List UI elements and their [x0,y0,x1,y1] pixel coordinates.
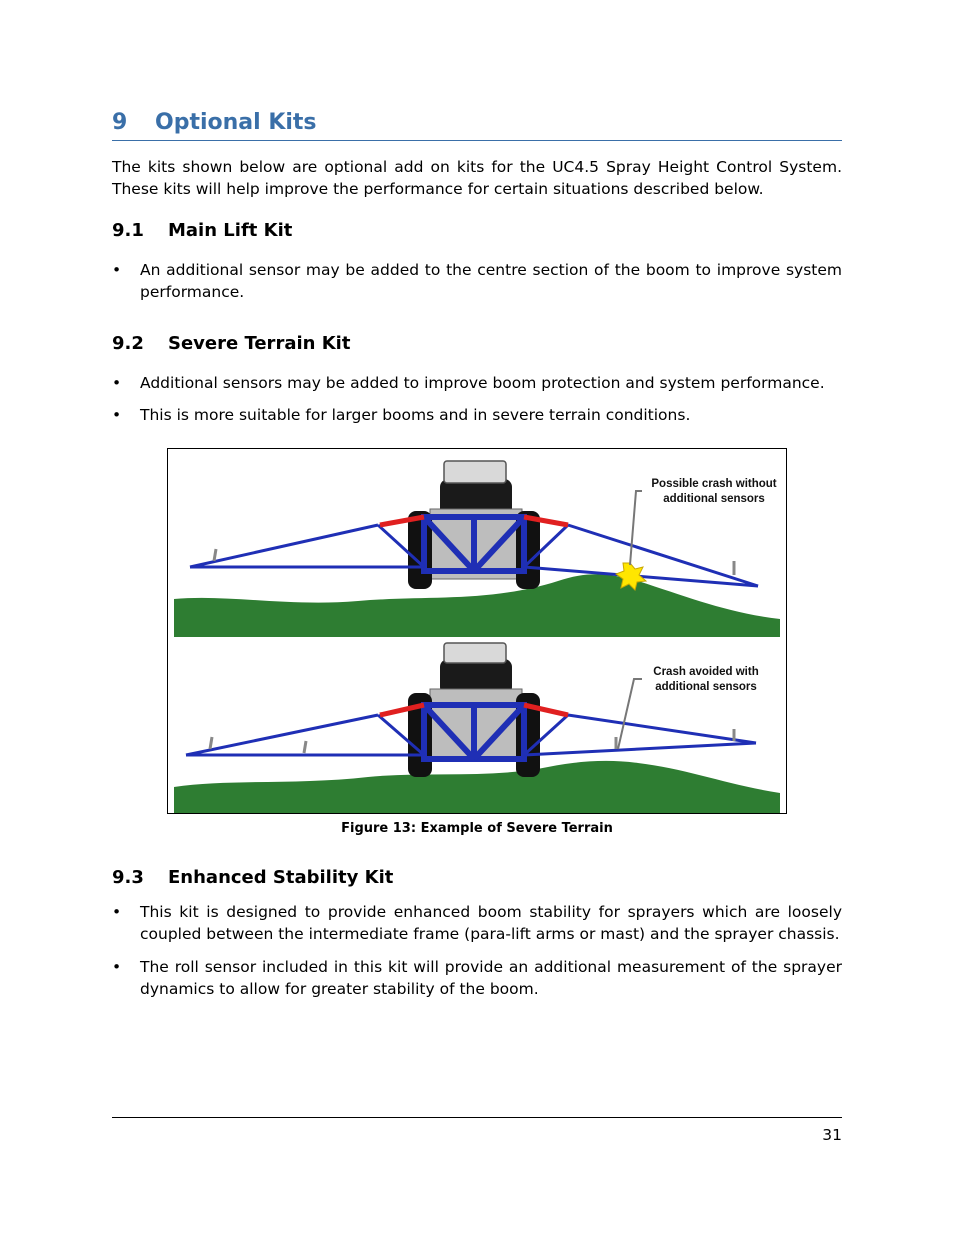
center-frame-top [421,514,527,574]
sprayer-illustration [174,460,780,813]
terrain-top [174,574,780,637]
left-joint-top [379,514,425,528]
subsection-title: Main Lift Kit [168,220,293,241]
section-title: Optional Kits [155,110,317,135]
intro-paragraph: The kits shown below are optional add on… [112,158,842,198]
callout-leader-top [629,490,642,566]
center-frame-bottom [421,702,527,762]
cab [443,460,507,484]
footer-divider [112,1117,842,1118]
top-scene [174,460,780,637]
list-item-text: The roll sensor included in this kit wil… [140,958,842,998]
subsection-title: Enhanced Stability Kit [168,867,394,888]
list-item-text: Additional sensors may be added to impro… [140,374,825,392]
cab [443,642,507,664]
list-item-text: An additional sensor may be added to the… [140,261,842,301]
left-joint-bottom [379,702,425,718]
severe-terrain-figure: Possible crash without additional sensor… [167,448,787,814]
bottom-scene [174,642,780,813]
subsection-number: 9.3 [112,867,144,888]
left-boom-bottom [185,713,425,757]
section-heading: 9 Optional Kits [112,108,842,141]
section-number: 9 [112,110,128,135]
subsection-number: 9.2 [112,333,144,354]
callout-bottom: Crash avoided with additional sensors [653,666,759,693]
right-boom-bottom [522,713,757,757]
page-number: 31 [822,1126,842,1144]
callout-top: Possible crash without additional sensor… [651,478,777,505]
list-item-text: This kit is designed to provide enhanced… [140,903,842,943]
crash-burst-icon [614,562,648,591]
callout-leader-bottom [617,678,642,750]
bullet-icon: • [112,903,122,921]
right-joint-bottom [523,702,569,718]
bullet-icon: • [112,374,122,392]
subsection-title: Severe Terrain Kit [168,333,351,354]
terrain-bottom [174,760,780,813]
figure-caption: Figure 13: Example of Severe Terrain [341,821,613,836]
right-joint-top [523,514,569,528]
bullet-icon: • [112,406,122,424]
list-item-text: This is more suitable for larger booms a… [140,406,691,424]
bullet-icon: • [112,261,122,279]
spray-tank [440,479,512,517]
bullet-icon: • [112,958,122,976]
left-boom-top [189,523,426,569]
subsection-number: 9.1 [112,220,144,241]
spray-tank [440,659,512,695]
